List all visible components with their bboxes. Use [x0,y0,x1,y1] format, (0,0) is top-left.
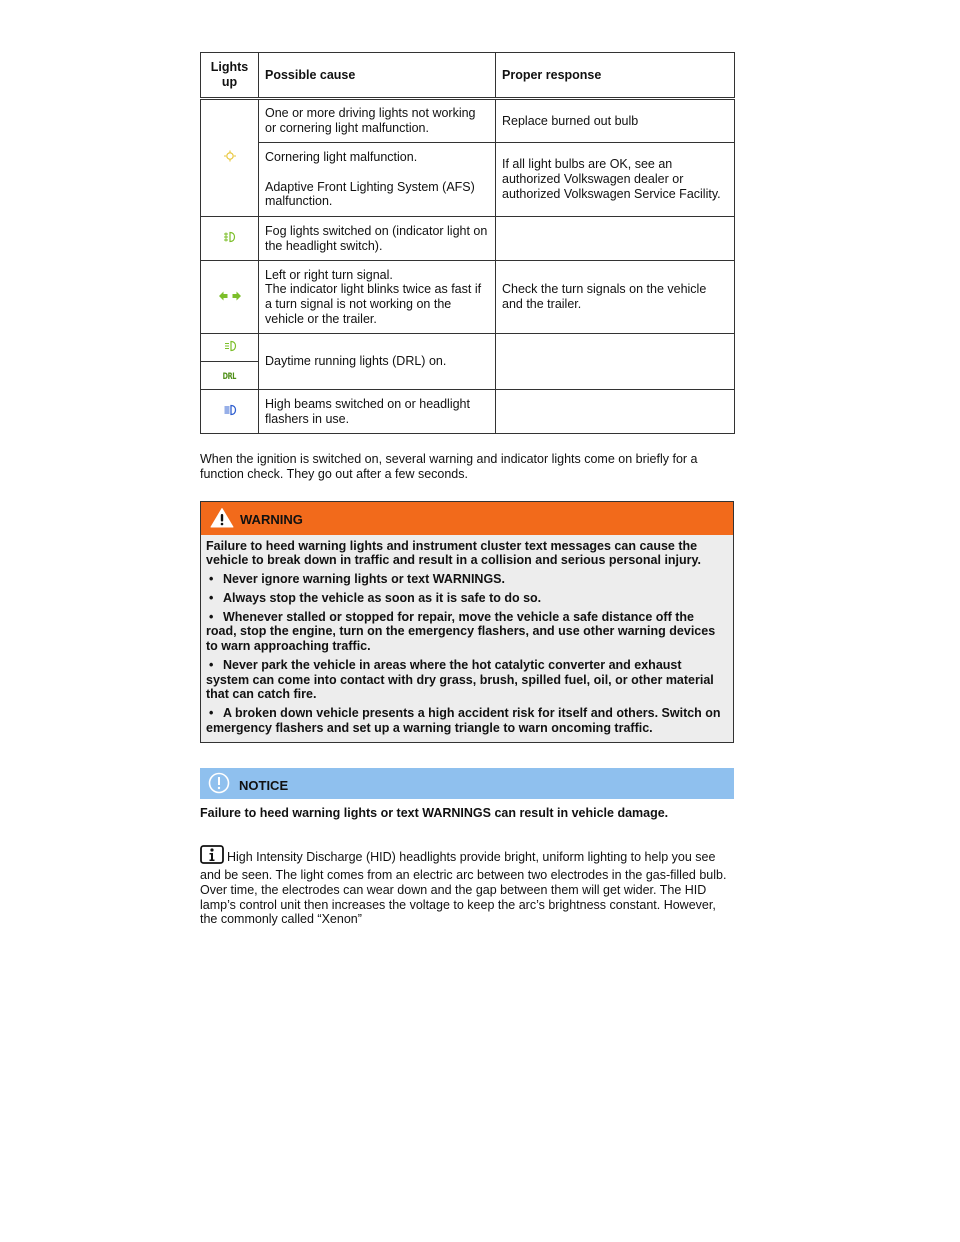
cornering-light-icon [223,150,237,166]
cause-cell: Left or right turn signal. The indicator… [258,260,496,334]
cause-cell: One or more driving lights not working o… [258,98,496,143]
table-row: High beams switched on or headlight flas… [200,389,735,434]
info-text: High Intensity Discharge (HID) headlight… [200,850,727,927]
warning-triangle-icon [210,507,234,532]
table-header-row: Lights up Possible cause Proper response [200,52,735,99]
fog-light-icon [223,231,237,247]
warning-bullet: •A broken down vehicle presents a high a… [206,706,721,735]
response-cell [495,216,735,261]
table-row: Daytime running lights (DRL) on. [200,333,735,390]
warning-bullet: •Never ignore warning lights or text WAR… [209,572,505,586]
warning-body: Failure to heed warning lights and instr… [201,535,733,742]
table-row: One or more driving lights not working o… [200,98,735,217]
table-row: Fog lights switched on (indicator light … [200,216,735,261]
page: Lights up Possible cause Proper response… [200,52,735,927]
warning-bullet: •Whenever stalled or stopped for repair,… [206,609,716,654]
table-row: Left or right turn signal. The indicator… [200,260,735,334]
col-header-lights-up: Lights up [200,52,259,99]
cause-cell: Daytime running lights (DRL) on. [258,333,496,390]
notice-text: Failure to heed warning lights or text W… [200,805,669,820]
cause-cell: Cornering light malfunction. [258,142,496,173]
warning-title: WARNING [240,511,303,527]
warning-box: WARNING Failure to heed warning lights a… [200,500,734,743]
turn-signal-arrows-icon [218,290,241,305]
lights-up-cell [200,389,259,434]
table-row: Adaptive Front Lighting System (AFS) mal… [201,172,735,217]
warning-header: WARNING [201,501,733,535]
response-cell [495,333,735,390]
cause-cell: Fog lights switched on (indicator light … [258,216,496,261]
notice-exclamation-icon [208,772,230,798]
table-row: Cornering light malfunction. If all ligh… [201,142,735,217]
col-header-proper-response: Proper response [495,52,735,99]
notice-title: NOTICE [239,777,289,793]
response-cell: If all light bulbs are OK, see an author… [495,142,735,217]
warning-bullet: •Always stop the vehicle as soon as it i… [209,590,542,605]
drl-icon: DRL [222,372,237,383]
warning-lead: Failure to heed warning lights and instr… [206,538,702,568]
notice-header: NOTICE [200,767,734,799]
lights-up-cell: DRL [200,361,259,390]
response-cell: Replace burned out bulb [495,98,735,143]
info-icon [200,845,224,868]
high-beam-icon [223,404,237,420]
lights-up-cell [200,98,259,217]
col-header-possible-cause: Possible cause [258,52,496,99]
lights-up-cell [200,216,259,261]
cause-cell: Adaptive Front Lighting System (AFS) mal… [258,172,496,217]
indicator-lights-table: Lights up Possible cause Proper response… [200,52,735,434]
lights-up-cell [200,260,259,334]
turn-cause-line1: Left or right turn signal. [265,267,393,282]
intro-paragraph: When the ignition is switched on, severa… [200,452,698,481]
info-paragraph: High Intensity Discharge (HID) headlight… [200,845,734,927]
cause-cell: High beams switched on or headlight flas… [258,389,496,434]
turn-cause-line2: The indicator light blinks twice as fast… [265,282,482,326]
daytime-running-light-icon [223,340,237,356]
response-cell: Check the turn signals on the vehicle an… [495,260,735,334]
warning-bullet: •Never park the vehicle in areas where t… [206,657,714,702]
response-cell [495,389,735,434]
table-row: DRL [200,361,735,390]
lights-up-cell [200,333,259,362]
